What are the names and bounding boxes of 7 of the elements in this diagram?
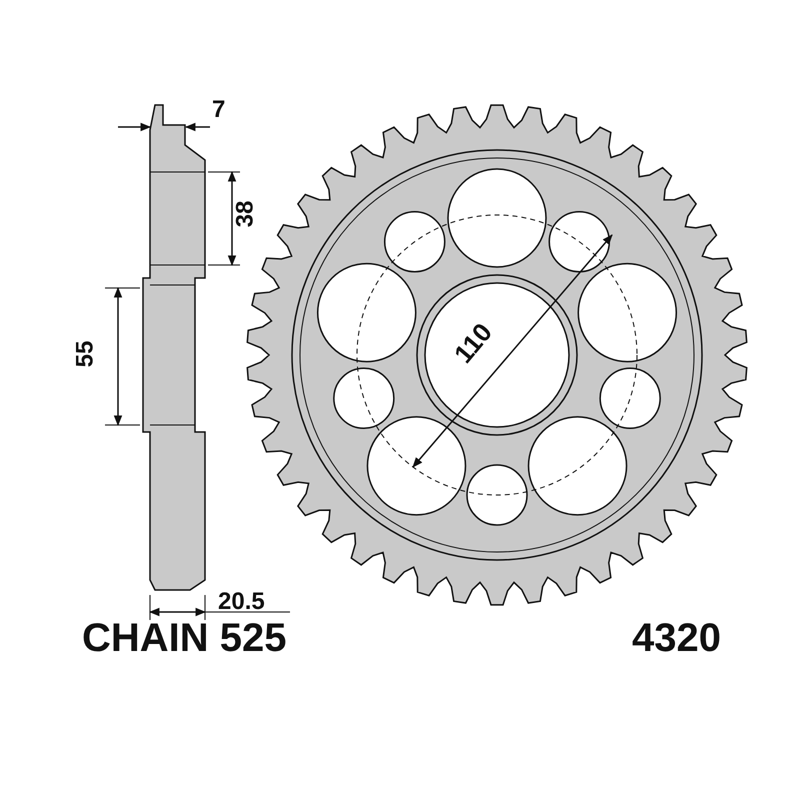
chain-size-label: CHAIN 525 <box>82 618 287 658</box>
dimension-label: 55 <box>73 340 98 368</box>
dimension-label: 38 <box>233 200 258 228</box>
part-number-label: 4320 <box>632 618 721 658</box>
dimension-label: 7 <box>212 98 226 122</box>
dimension-label: 110 <box>450 318 496 368</box>
dimension-label: 20.5 <box>218 590 265 614</box>
